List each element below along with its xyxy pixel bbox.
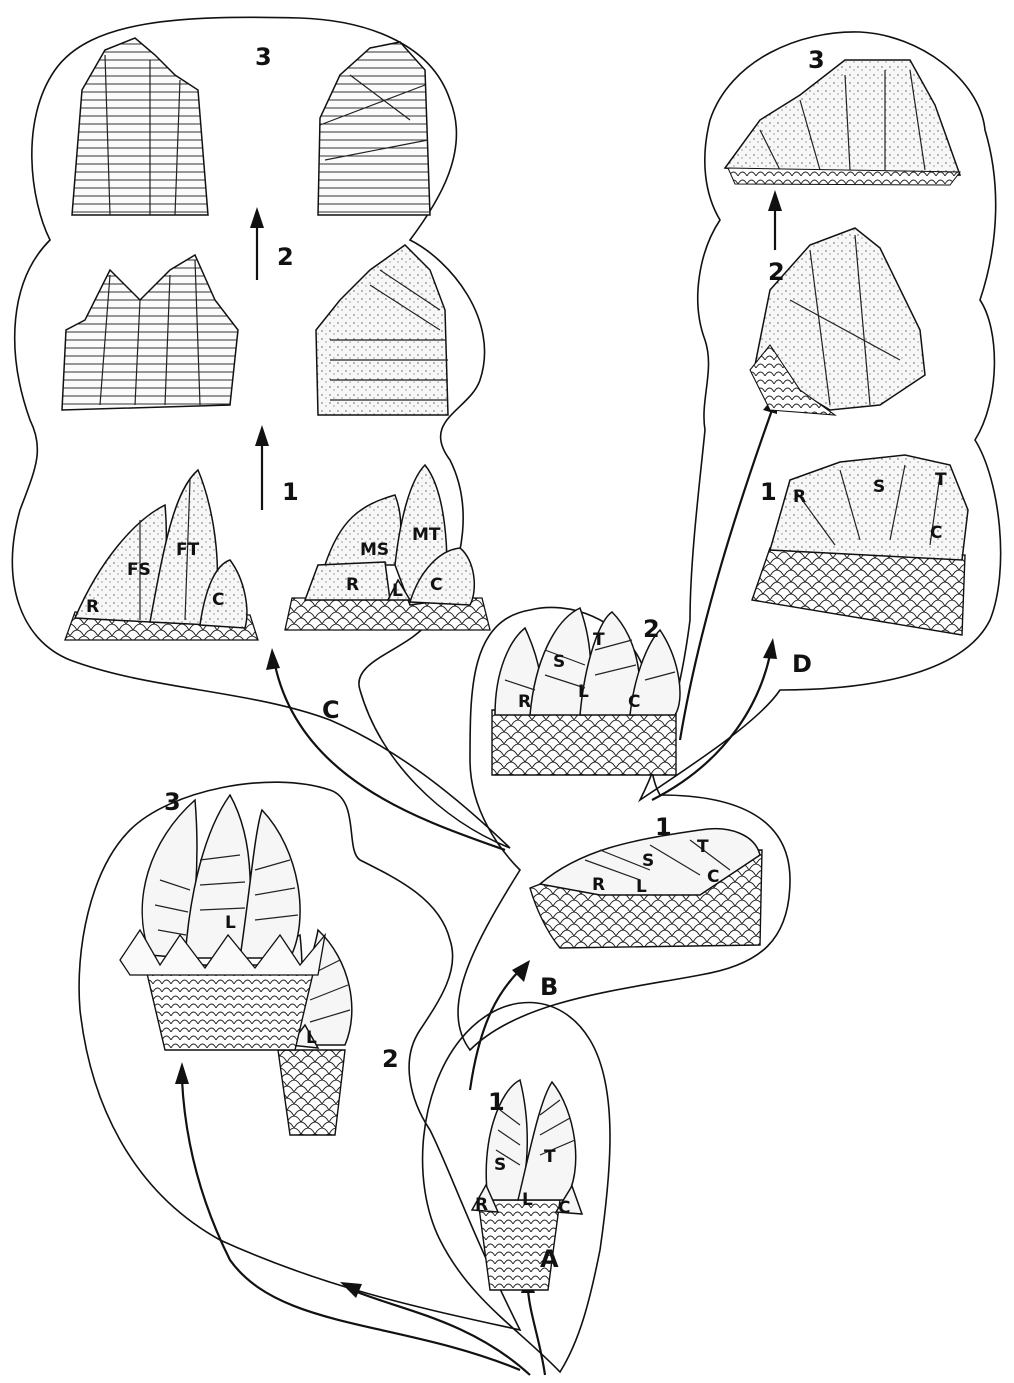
d1-label-s: S bbox=[873, 477, 885, 497]
specimen-c3-left bbox=[72, 38, 208, 215]
specimen-d3 bbox=[725, 60, 960, 185]
arrow-trunk-to-a3 bbox=[182, 1080, 520, 1370]
d1-base bbox=[752, 548, 965, 635]
stage-c1: 1 bbox=[282, 478, 299, 506]
specimen-c3-right bbox=[318, 42, 430, 215]
b1-label-c: C bbox=[707, 867, 719, 887]
c1b-label-c: C bbox=[430, 575, 442, 595]
a1-label-l: L bbox=[522, 1190, 533, 1210]
branch-label-a: A bbox=[540, 1245, 559, 1273]
a3-label-l: L bbox=[225, 913, 236, 933]
a1-label-s: S bbox=[494, 1155, 506, 1175]
a1-label-c: C bbox=[558, 1198, 570, 1218]
c1b-label-mt: MT bbox=[412, 525, 441, 545]
c1b-label-r: R bbox=[346, 575, 359, 595]
specimen-a3 bbox=[120, 795, 325, 1050]
c1b-label-l: L bbox=[392, 581, 403, 601]
d1-label-c: C bbox=[930, 523, 942, 543]
a2-peduncle bbox=[278, 1050, 345, 1135]
b1-label-s: S bbox=[642, 851, 654, 871]
arrow-trunk-to-a bbox=[528, 1290, 545, 1375]
stage-d2: 2 bbox=[768, 258, 785, 286]
b1-label-l: L bbox=[636, 877, 647, 897]
b2-label-c: C bbox=[628, 692, 640, 712]
stage-b2: 2 bbox=[643, 615, 660, 643]
stage-c2: 2 bbox=[277, 243, 294, 271]
a3-peduncle bbox=[145, 965, 315, 1050]
d1-label-r: R bbox=[793, 487, 806, 507]
a1-label-r: R bbox=[475, 1195, 488, 1215]
a2-label-l: L bbox=[306, 1028, 317, 1048]
c1a-label-r: R bbox=[86, 597, 99, 617]
branch-label-c: C bbox=[322, 696, 340, 724]
branch-label-d: D bbox=[792, 650, 812, 678]
b2-label-l: L bbox=[578, 682, 589, 702]
c1b-label-ms: MS bbox=[360, 540, 389, 560]
branch-label-b: B bbox=[540, 973, 558, 1001]
b2-label-r: R bbox=[518, 692, 531, 712]
b2-base bbox=[492, 710, 676, 775]
b1-label-r: R bbox=[592, 875, 605, 895]
stage-a1: 1 bbox=[488, 1088, 505, 1116]
specimen-c2-right bbox=[316, 245, 448, 415]
stage-c3: 3 bbox=[255, 43, 272, 71]
b1-label-t: T bbox=[697, 837, 709, 857]
specimen-c2-left bbox=[62, 255, 238, 410]
stage-d3: 3 bbox=[808, 46, 825, 74]
a1-label-t: T bbox=[544, 1147, 556, 1167]
stage-d1: 1 bbox=[760, 478, 777, 506]
c1a-label-ft: FT bbox=[176, 540, 200, 560]
stage-a2: 2 bbox=[382, 1045, 399, 1073]
stage-a3: 3 bbox=[164, 788, 181, 816]
specimen-d2 bbox=[750, 228, 925, 415]
b2-label-t: T bbox=[593, 630, 605, 650]
stage-b1: 1 bbox=[655, 813, 672, 841]
c1a-label-c: C bbox=[212, 590, 224, 610]
b2-label-s: S bbox=[553, 652, 565, 672]
d1-label-t: T bbox=[935, 470, 947, 490]
c1a-label-fs: FS bbox=[127, 560, 151, 580]
